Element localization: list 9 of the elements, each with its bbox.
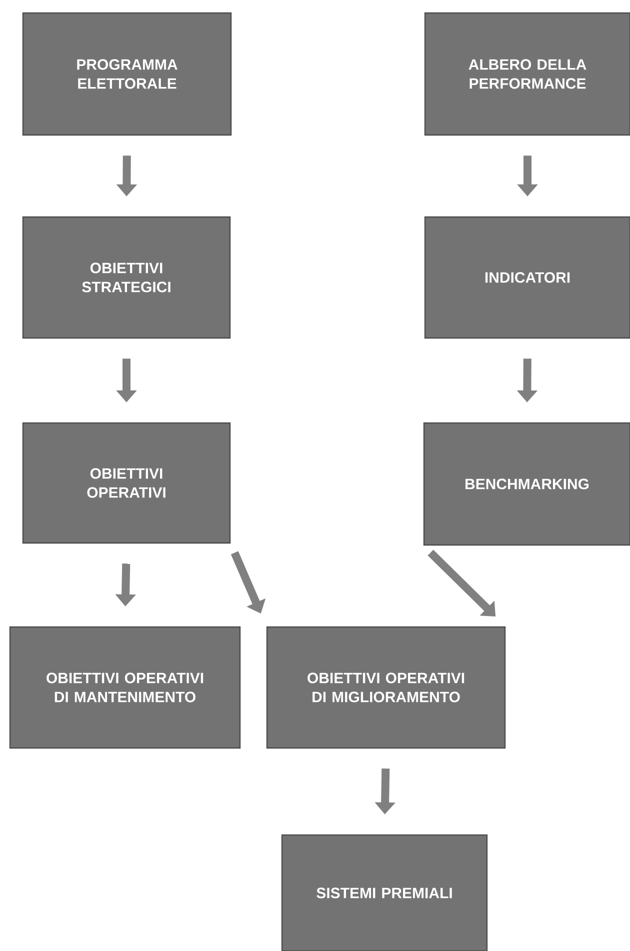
process-box: BENCHMARKING [423,422,630,546]
process-box: OBIETTIVI STRATEGICI [22,216,231,339]
process-box: OBIETTIVI OPERATIVI [22,422,231,544]
process-box: PROGRAMMA ELETTORALE [22,12,232,136]
process-box: OBIETTIVI OPERATIVI DI MIGLIORAMENTO [266,626,506,749]
process-box: SISTEMI PREMIALI [281,834,488,951]
process-box: OBIETTIVI OPERATIVI DI MANTENIMENTO [9,626,241,749]
process-box: ALBERO DELLA PERFORMANCE [424,12,630,136]
process-box: INDICATORI [424,216,630,339]
